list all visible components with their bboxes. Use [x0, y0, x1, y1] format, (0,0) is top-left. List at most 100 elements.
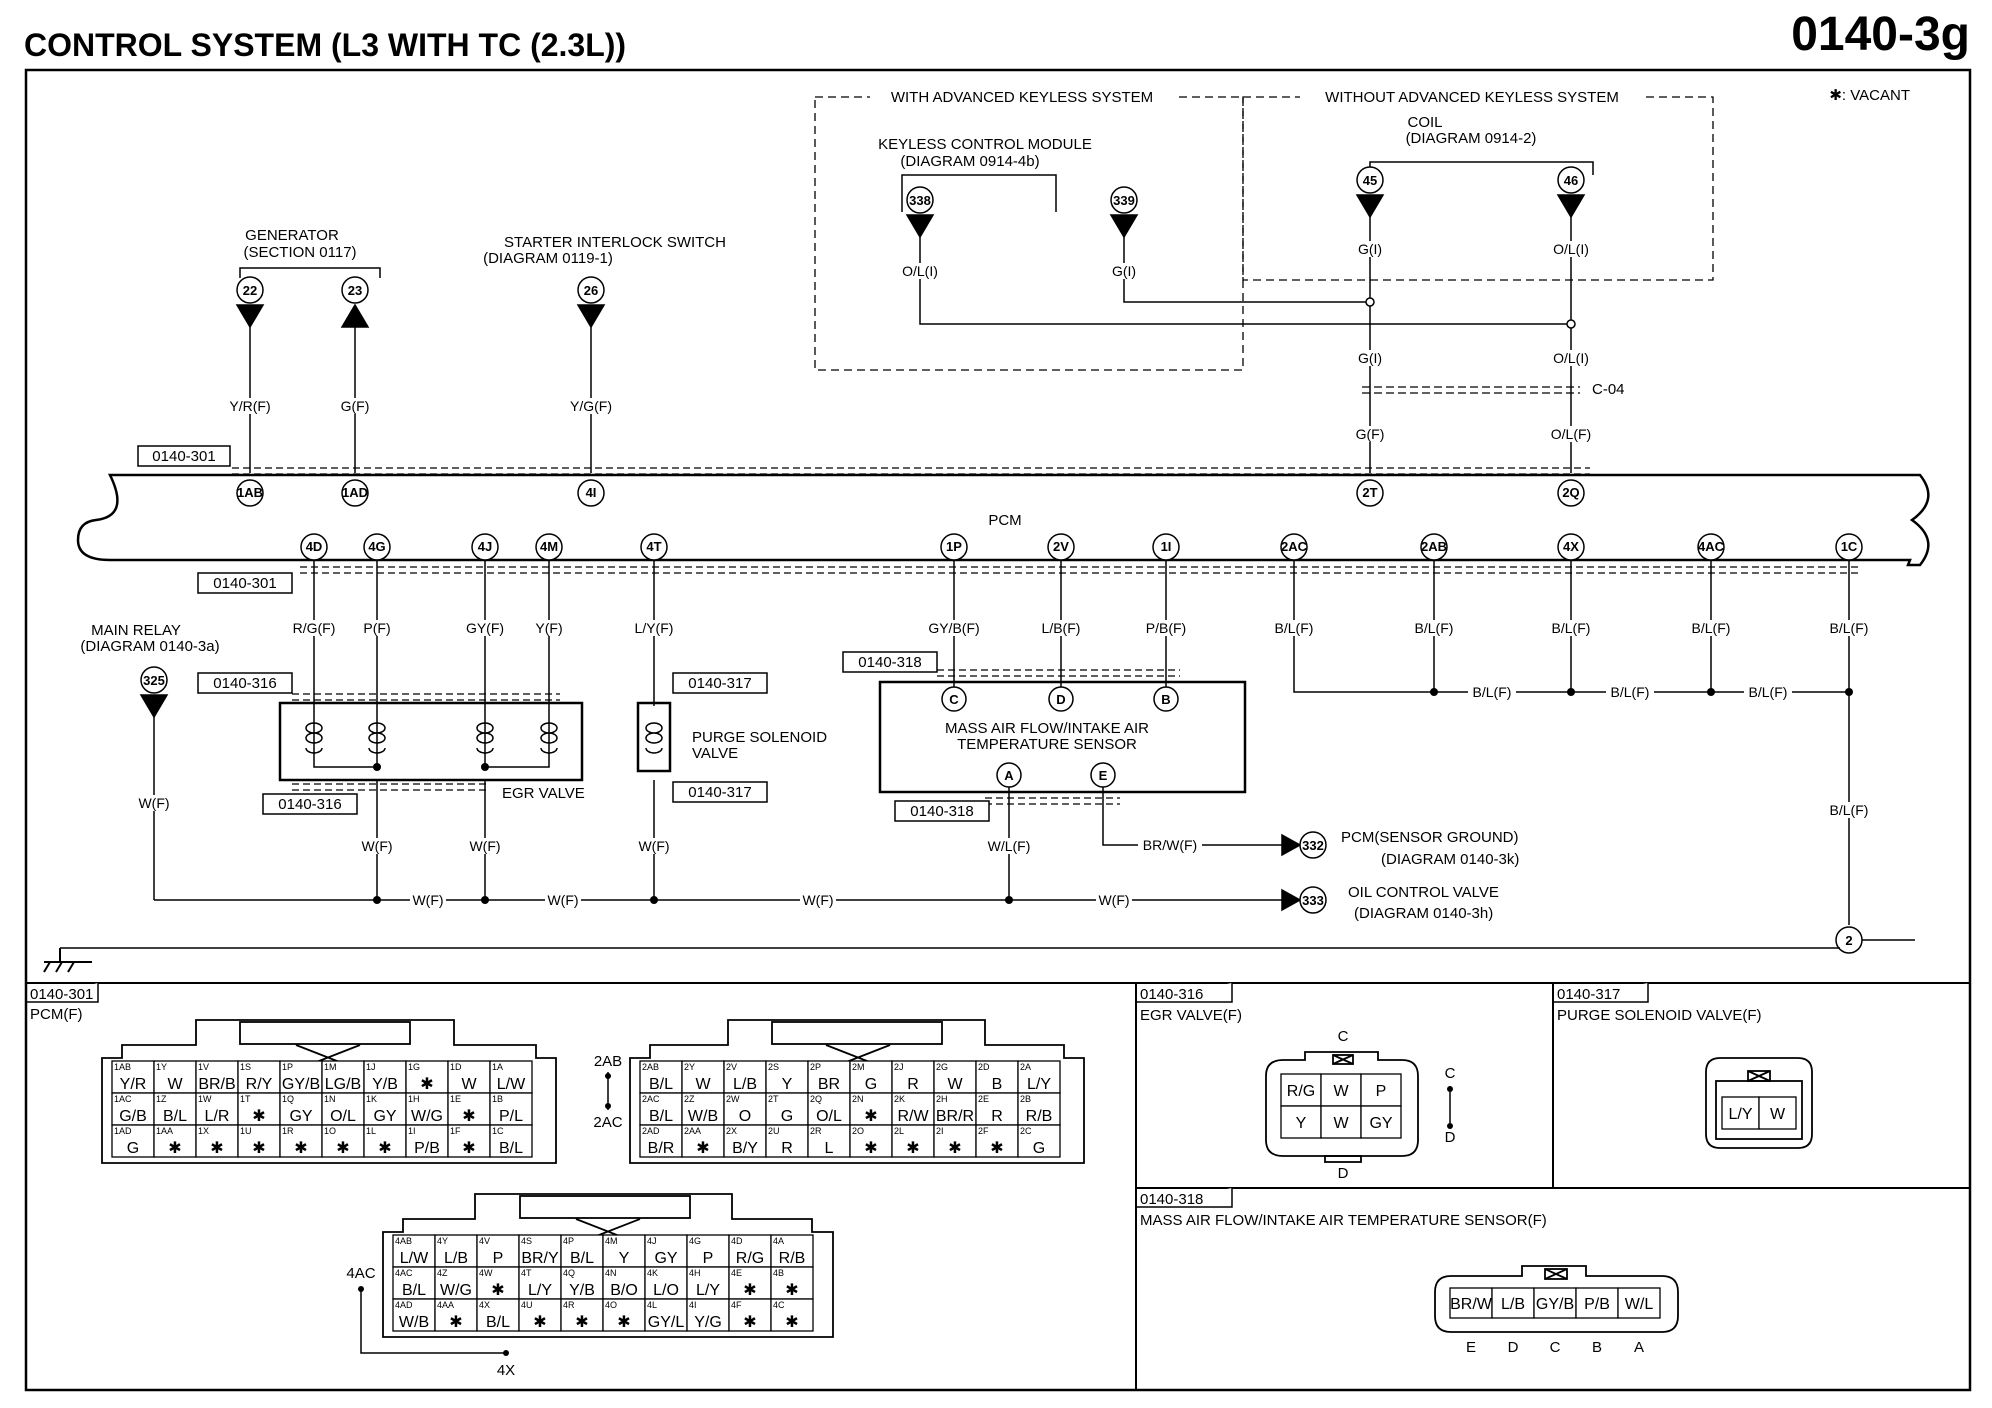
pcm-cell [195, 1124, 239, 1158]
coil-ref: (DIAGRAM 0914-2) [1406, 130, 1537, 147]
pcm-cell-color: GY/L [648, 1314, 685, 1331]
pcm-cell [153, 1060, 197, 1094]
pcm-cell [770, 1266, 814, 1300]
terminal-339: 339 [1113, 193, 1135, 208]
pcm-cell-color: ✱ [449, 1314, 462, 1331]
pcm-cell [560, 1298, 604, 1332]
starter-ref: (DIAGRAM 0119-1) [483, 250, 613, 267]
wire-label: O/L(I) [902, 263, 938, 279]
pcm-cell [807, 1092, 851, 1126]
pcm-cell-color: Y/R [120, 1076, 147, 1093]
pcm-cell [279, 1092, 323, 1126]
maf-cell-color: GY/B [1536, 1296, 1574, 1313]
pcm-cell-pin: 4W [479, 1268, 493, 1278]
egr-label-d: D [1338, 1165, 1349, 1182]
pcm-pin-1C: 1C [1841, 539, 1858, 554]
egr-cell [1360, 1073, 1402, 1107]
egr-valve-body [278, 701, 584, 782]
maf-pin-b: B [1161, 692, 1170, 707]
pcm-cell-pin: 1AD [114, 1126, 132, 1136]
wire-label: W(F) [638, 838, 669, 854]
pcm-cell-color: BR/Y [521, 1250, 559, 1267]
pcm-cell-color: L/B [733, 1076, 757, 1093]
pcm-cell-color: Y [782, 1076, 793, 1093]
ref-box-0140-316: 0140-316 [213, 675, 276, 692]
page-code: 0140-3g [1791, 8, 1970, 61]
egr-cell [1320, 1073, 1362, 1107]
wire-label: G(I) [1358, 350, 1382, 366]
pcm-cell [153, 1124, 197, 1158]
pcm-cell-color: B/L [402, 1282, 426, 1299]
pcm-cell-pin: 1D [450, 1062, 462, 1072]
wire-label: B/L(F) [1692, 620, 1731, 636]
wire-label: L/B(F) [1042, 620, 1081, 636]
pcm-cell-pin: 4AC [395, 1268, 413, 1278]
pcm-cell-color: W/B [688, 1108, 718, 1125]
pcm-cell-pin: 4R [563, 1300, 575, 1310]
pcm-pin-4M: 4M [540, 539, 558, 554]
pcm-cell-pin: 1N [324, 1094, 336, 1104]
pcm-cell [639, 1124, 683, 1158]
pcm-cell-color: BR/B [198, 1076, 235, 1093]
pcm-cell-color: ✱ [533, 1314, 546, 1331]
pcm-cell-color: G [781, 1108, 793, 1125]
pcm-cell-pin: 1R [282, 1126, 294, 1136]
maf-cell-color: P/B [1584, 1296, 1610, 1313]
pcm-cell-color: R/G [736, 1250, 764, 1267]
maf-cell [1449, 1287, 1493, 1319]
pcm-connector-block-4: 4ABL/W4YL/B4VP4SBR/Y4PB/L4MY4JGY4GP4DR/G… [392, 1234, 814, 1332]
sensor-ground-label: PCM(SENSOR GROUND) [1341, 829, 1519, 846]
terminal-45: 45 [1363, 173, 1377, 188]
pcm-cell-pin: 1X [198, 1126, 209, 1136]
wire-label: B/L(F) [1415, 620, 1454, 636]
terminal-338: 338 [909, 193, 931, 208]
maf-pin-c: C [949, 692, 959, 707]
coil-label: COIL [1407, 114, 1442, 131]
pcm-cell-pin: 4L [647, 1300, 657, 1310]
pcm-cell [686, 1298, 730, 1332]
pcm-cell-color: ✱ [864, 1140, 877, 1157]
pcm-cell [728, 1266, 772, 1300]
wire-label: W(F) [412, 892, 443, 908]
pcm-cell-color: W/B [399, 1314, 429, 1331]
terminal-26: 26 [584, 283, 598, 298]
pcm-cell-color: O [739, 1108, 751, 1125]
pcm-cell-pin: 2P [810, 1062, 821, 1072]
pcm-cell-pin: 2T [768, 1094, 779, 1104]
pcm-cell-pin: 1C [492, 1126, 504, 1136]
pcm-cell-color: R/W [897, 1108, 929, 1125]
pcm-cell-color: B/L [649, 1108, 673, 1125]
sensor-ground-ref: (DIAGRAM 0140-3k) [1381, 851, 1519, 868]
pcm-cell-color: GY/B [282, 1076, 320, 1093]
kcm-label: KEYLESS CONTROL MODULE [878, 136, 1092, 153]
pcm-cell-color: O/L [330, 1108, 356, 1125]
pcm-cell [476, 1266, 520, 1300]
ref-box-0140-301: 0140-301 [213, 575, 276, 592]
pcm-cell [518, 1234, 562, 1268]
maf-cell-color: L/B [1501, 1296, 1525, 1313]
pcm-cell-pin: 1L [366, 1126, 376, 1136]
ref-box-0140-317: 0140-317 [688, 784, 751, 801]
pcm-cell-color: ✱ [420, 1076, 433, 1093]
pcm-cell-color: O/L [816, 1108, 842, 1125]
pcm-cell-color: G [865, 1076, 877, 1093]
pcm-cell-color: W [947, 1076, 963, 1093]
pcm-cell-color: ✱ [575, 1314, 588, 1331]
pcm-pin-4D: 4D [306, 539, 323, 554]
egr-cell-color: W [1333, 1115, 1349, 1132]
wire-label: R/G(F) [293, 620, 336, 636]
pcm-cell-pin: 2D [978, 1062, 990, 1072]
maf-connector-housing [1434, 1265, 1679, 1333]
pcm-cell-color: B/L [649, 1076, 673, 1093]
pcm-cell [644, 1234, 688, 1268]
purge-cell [1758, 1096, 1797, 1130]
pcm-cell-pin: 1G [408, 1062, 420, 1072]
pcm-cell [1017, 1060, 1061, 1094]
purge-connector-housing [1705, 1057, 1813, 1149]
pcm-cell [975, 1124, 1019, 1158]
maf-label-2: TEMPERATURE SENSOR [957, 736, 1137, 753]
pcm-cell [237, 1060, 281, 1094]
wire-label: Y/G(F) [570, 398, 612, 414]
pcm-cell-pin: 4P [563, 1236, 574, 1246]
ground-node-2: 2 [1845, 933, 1852, 948]
